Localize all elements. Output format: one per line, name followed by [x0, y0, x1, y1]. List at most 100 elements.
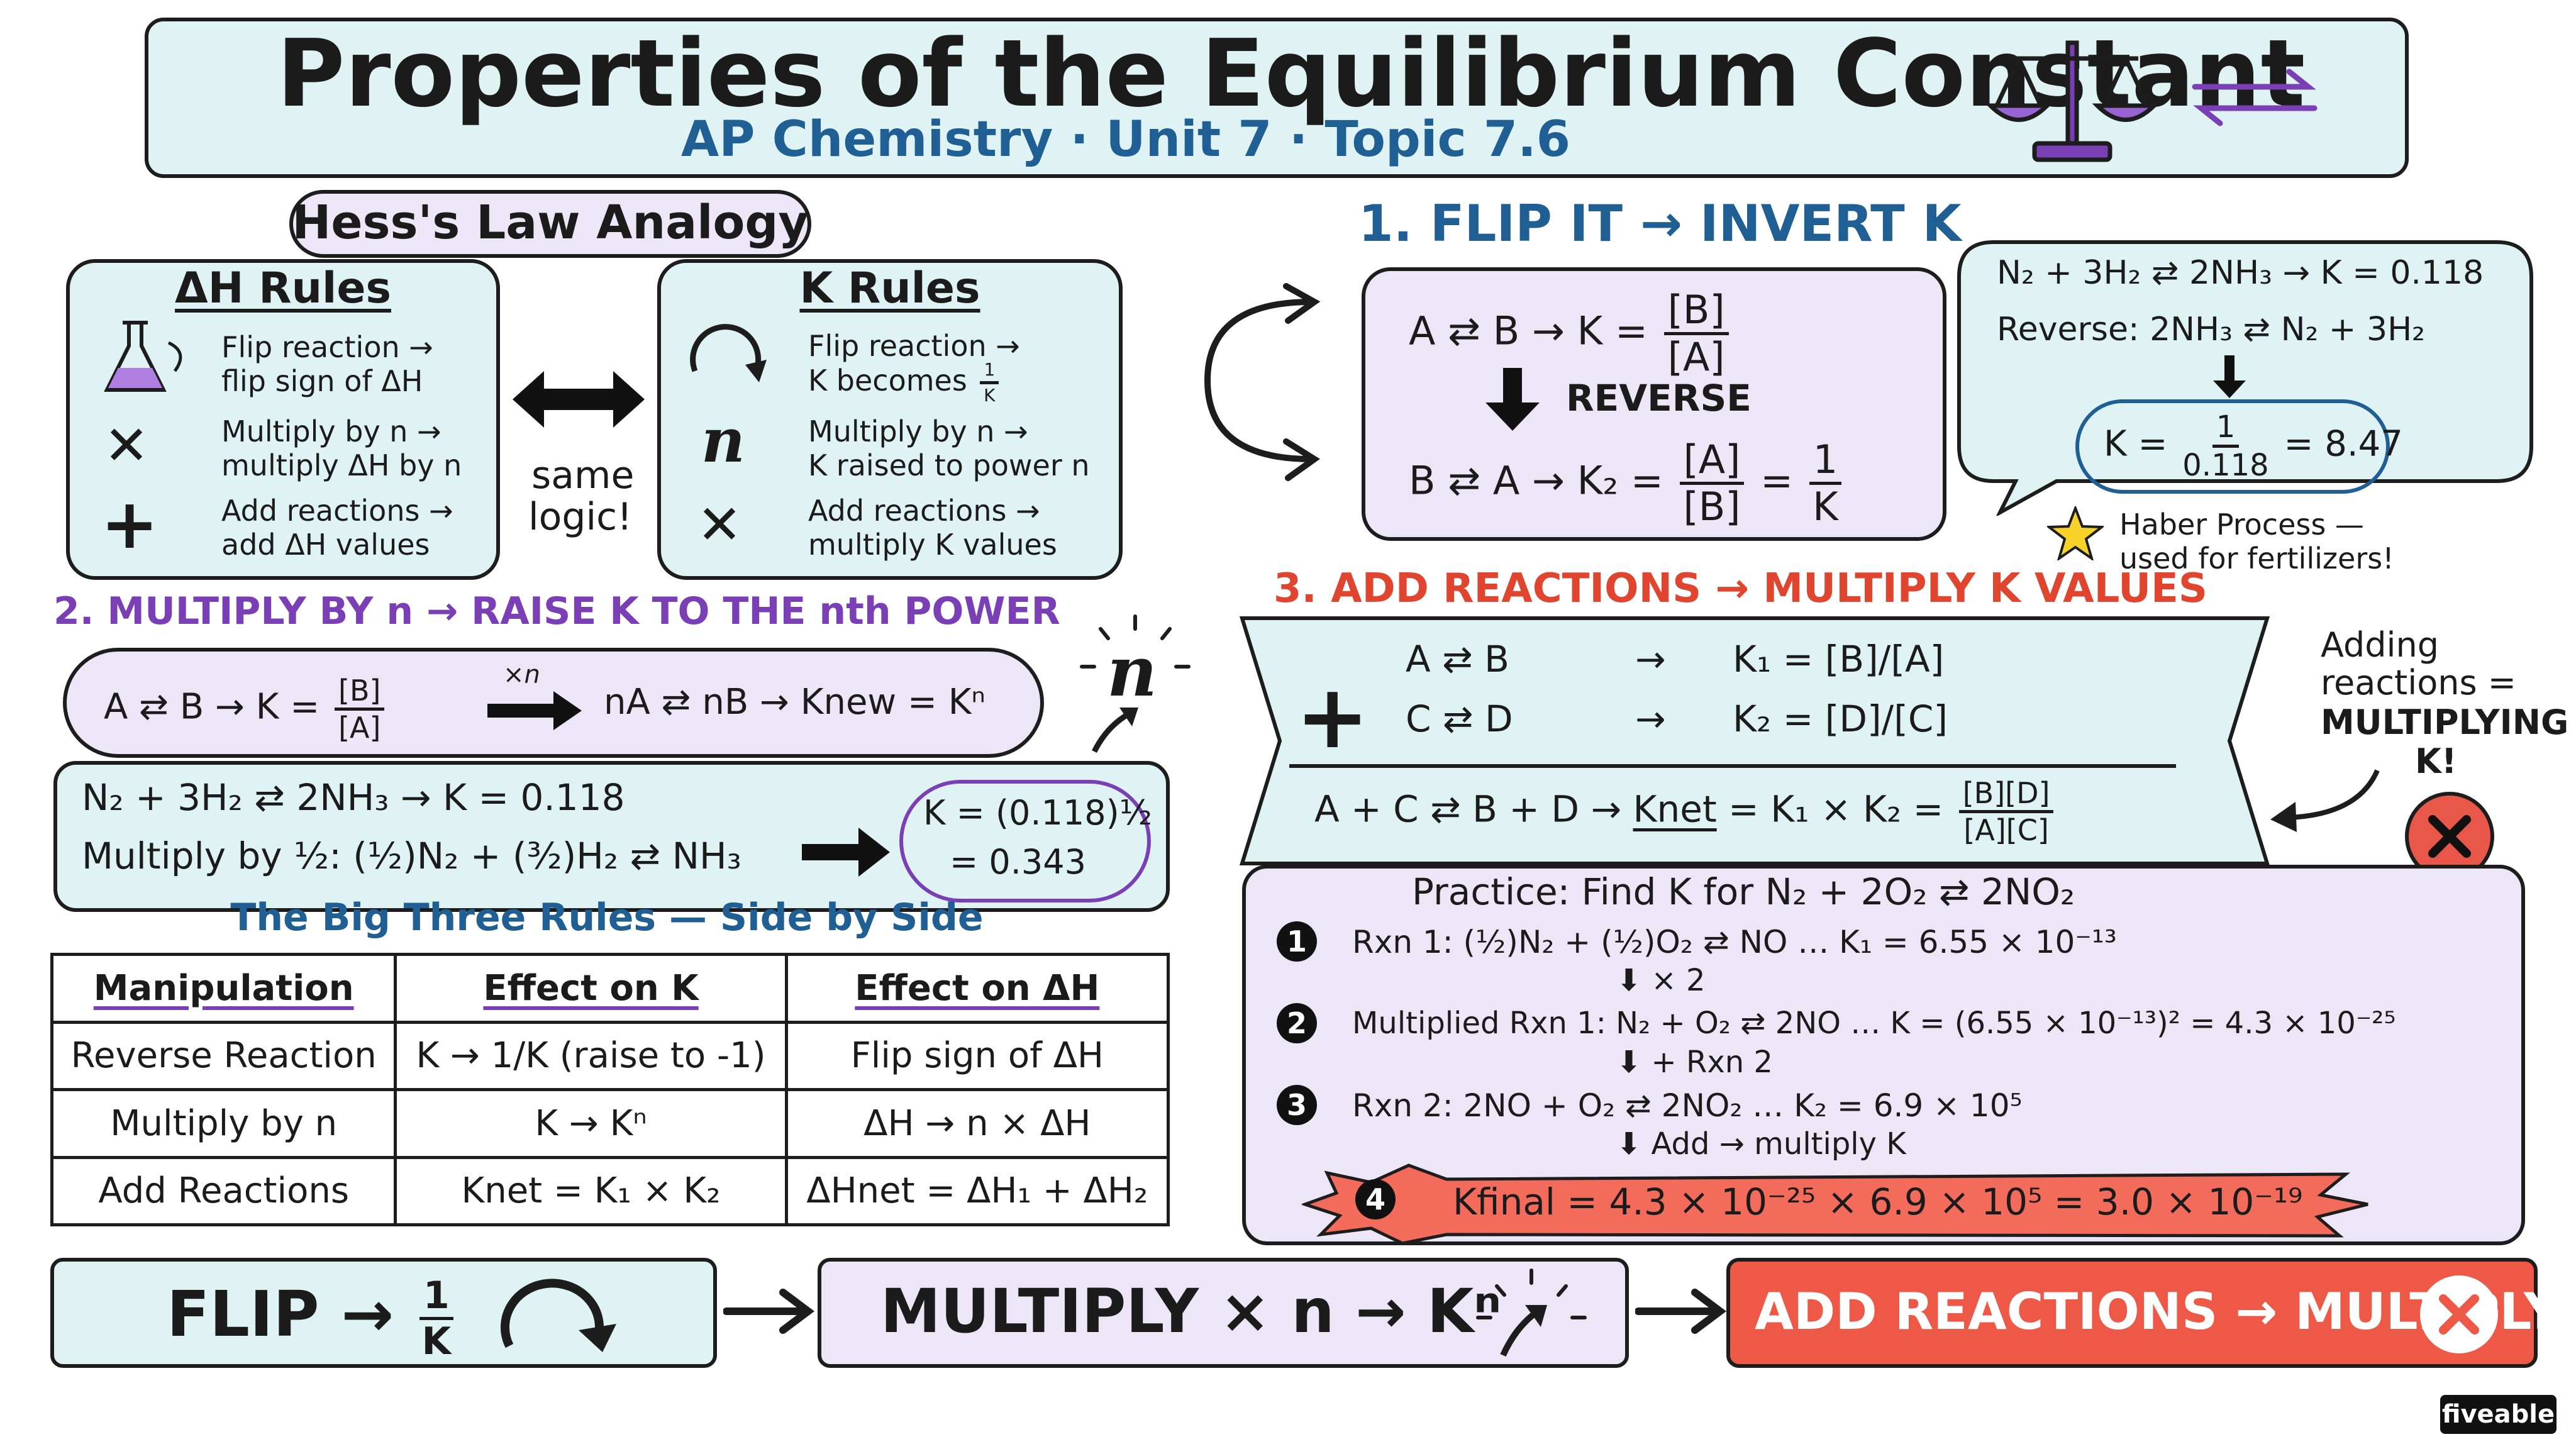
big-three-table: Manipulation Effect on K Effect on ΔH Re…	[50, 953, 1170, 1226]
table-cell: K → 1/K (raise to -1)	[394, 1020, 788, 1091]
add-note-line2: reactions =	[2321, 663, 2517, 702]
n-burst-icon: n	[1107, 631, 1157, 712]
double-arrow-icon	[513, 371, 645, 428]
dh-rule1-line2: flip sign of ΔH	[221, 364, 423, 398]
same-logic-line2: logic!	[528, 495, 633, 539]
dh-rule3-line1: Add reactions →	[221, 494, 453, 528]
footer-add-box	[1726, 1258, 2538, 1368]
k-rules-title: K Rules	[799, 264, 980, 313]
reverse-label: REVERSE	[1566, 377, 1752, 419]
add-sum-den: [A][C]	[1963, 813, 2049, 847]
practice-step3-arrow: ⬇ Add → multiply K	[1616, 1126, 1906, 1162]
add-note-arrow-icon	[2270, 769, 2380, 832]
multiply-cloud-frac: [B][A]	[335, 676, 385, 745]
table-header-text: Effect on ΔH	[855, 967, 1100, 1009]
add-note-line1: Adding	[2321, 625, 2440, 665]
add-sum-frac: [B][D][A][C]	[1958, 779, 2054, 847]
burst-lines-icon	[1080, 614, 1191, 753]
title-banner	[145, 18, 2409, 178]
k-rule3-line2: multiply K values	[808, 528, 1057, 562]
table-header-row: Manipulation Effect on K Effect on ΔH	[50, 953, 1170, 1024]
add-sum-mid: = K₁ × K₂ =	[1728, 787, 1944, 831]
k-rule2-line2: K raised to power n	[808, 448, 1090, 482]
plus-icon: +	[101, 484, 159, 564]
brand-logo: fiveable	[2440, 1395, 2557, 1434]
practice-step1-arrow-label: × 2	[1651, 963, 1706, 998]
down-arrow-icon	[1485, 368, 1540, 431]
add-sum-num: [B][D]	[1958, 779, 2054, 813]
add-r1-left: A ⇄ B	[1406, 638, 1509, 680]
footer-flip-num: 1	[419, 1277, 453, 1320]
add-note-line4: K!	[2415, 741, 2457, 781]
practice-title: Practice: Find K for N₂ + 2O₂ ⇄ 2NO₂	[1412, 870, 2075, 913]
footer-arrow-1-icon	[723, 1289, 814, 1334]
haber-line1: Haber Process —	[2119, 508, 2364, 541]
multiply-cloud-left-eq: A ⇄ B → K =	[104, 686, 320, 728]
bubble-result-oval	[2075, 399, 2390, 494]
flip-arrow-icon	[690, 324, 767, 382]
flip-row2-frac-num: 1	[1809, 440, 1842, 485]
footer-multiply-box	[818, 1258, 1629, 1368]
practice-step2-arrow: ⬇ + Rxn 2	[1616, 1045, 1773, 1080]
bubble-line1: N₂ + 3H₂ ⇄ 2NH₃ → K = 0.118	[1997, 254, 2484, 292]
footer-flip-arrow-icon	[501, 1279, 616, 1352]
hess-law-tag-label: Hess's Law Analogy	[292, 196, 809, 250]
step-number-1: 1	[1277, 921, 1317, 962]
balance-scale-icon	[1985, 40, 2160, 162]
flip-row1-frac: [B][A]	[1663, 291, 1729, 380]
multiply-cloud-den: [A]	[338, 711, 381, 745]
table-cell: Add Reactions	[50, 1155, 397, 1226]
multiply-example-arrow-icon	[802, 828, 890, 877]
page-title: Properties of the Equilibrium Constant	[277, 19, 2306, 128]
table-header-text: Effect on K	[483, 967, 699, 1009]
k-rule3-line1: Add reactions →	[808, 494, 1040, 528]
table-cell: Reverse Reaction	[50, 1020, 397, 1091]
hess-law-tag	[289, 190, 811, 258]
flip-row2-eq: B ⇄ A → K₂ =	[1409, 457, 1663, 504]
table-header-cell: Manipulation	[50, 953, 397, 1024]
practice-step1: Rxn 1: (½)N₂ + (½)O₂ ⇄ NO … K₁ = 6.55 × …	[1352, 924, 2117, 960]
footer-burst-arrow-icon	[1476, 1269, 1587, 1357]
dh-rule1-line1: Flip reaction →	[221, 330, 433, 364]
practice-step3: Rxn 2: 2NO + O₂ ⇄ 2NO₂ … K₂ = 6.9 × 10⁵	[1352, 1087, 2023, 1124]
flask-icon	[104, 321, 182, 392]
table-row: Reverse Reaction K → 1/K (raise to -1) F…	[50, 1020, 1170, 1091]
multiply-arrow-icon	[487, 691, 582, 730]
flip-row2-frac: [A][B]	[1679, 440, 1745, 526]
times-icon-k: ✕	[697, 494, 743, 557]
add-plus-icon: +	[1296, 666, 1370, 769]
footer-x-icon	[2420, 1275, 2498, 1353]
multiply-example-line2: Multiply by ½: (½)N₂ + (³⁄₂)H₂ ⇄ NH₃	[82, 835, 741, 877]
multiply-result-line1: K = (0.118)½	[923, 793, 1153, 833]
step-number-3: 3	[1277, 1085, 1317, 1125]
add-r2-right: K₂ = [D]/[C]	[1733, 697, 1948, 740]
table-header-cell: Effect on ΔH	[784, 953, 1170, 1024]
flip-row1: A ⇄ B → K = [B][A]	[1409, 291, 1733, 377]
table-cell: Flip sign of ΔH	[784, 1020, 1170, 1091]
footer-arrow-2-icon	[1635, 1289, 1726, 1334]
footer-multiply-label: MULTIPLY × n → Kⁿ	[880, 1276, 1502, 1346]
add-banner-shape	[1239, 616, 2270, 865]
table-cell: Multiply by n	[50, 1088, 397, 1159]
multiply-cloud-num: [B]	[335, 676, 385, 711]
dh-rules-title: ΔH Rules	[175, 264, 391, 313]
footer-flip-label: FLIP →	[167, 1277, 394, 1351]
same-logic-line1: same	[531, 453, 635, 497]
curved-arrow-icon	[1204, 283, 1321, 481]
table-header-text: Manipulation	[93, 967, 354, 1009]
times-icon: ✕	[104, 414, 150, 477]
practice-step3-arrow-label: Add → multiply K	[1651, 1126, 1906, 1162]
add-sum-knet: Knet	[1633, 787, 1717, 831]
multiply-cloud-left: A ⇄ B → K = [B][A]	[104, 676, 388, 742]
bubble-down-arrow-icon	[2213, 355, 2246, 398]
page-subtitle: AP Chemistry · Unit 7 · Topic 7.6	[680, 111, 1571, 168]
flip-row1-den: [A]	[1667, 334, 1725, 380]
n-icon: n	[701, 405, 745, 476]
practice-step2-arrow-label: + Rxn 2	[1651, 1045, 1773, 1080]
big-three-table-grid: Manipulation Effect on K Effect on ΔH Re…	[50, 953, 1170, 1226]
step-number-2: 2	[1277, 1003, 1317, 1043]
